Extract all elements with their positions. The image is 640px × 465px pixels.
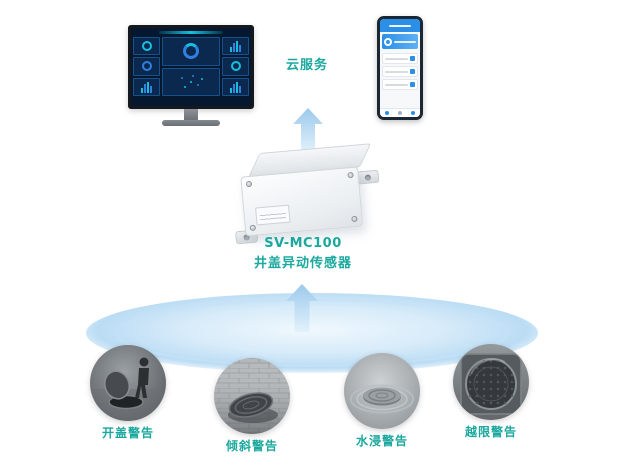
- bar-chart-icon: [141, 81, 152, 93]
- app-bottom-nav: [380, 108, 420, 117]
- bar-chart-icon: [230, 81, 241, 93]
- dashboard-map-panel: [162, 67, 220, 96]
- dashboard-gauge-panel: [162, 37, 220, 66]
- dashboard-panel: [133, 37, 160, 56]
- mobile-app-phone: [377, 16, 423, 120]
- app-item-icon: [410, 69, 415, 74]
- mounting-ear-right: [356, 169, 380, 185]
- dashboard-panel: [133, 77, 160, 96]
- screw-icon: [245, 180, 253, 188]
- dashboard-panel: [222, 77, 249, 96]
- dashboard-panel: [222, 57, 249, 76]
- app-list-item: [382, 66, 418, 77]
- app-list-item: [382, 53, 418, 64]
- up-arrow-from-platform: [286, 284, 318, 332]
- open-cover-image: [90, 345, 166, 421]
- cloud-service-label: 云服务: [285, 58, 328, 73]
- app-donut-icon: [384, 37, 392, 46]
- screw-hole: [364, 173, 372, 181]
- monitor-stand-base: [162, 120, 220, 126]
- dashboard-screen: [128, 25, 254, 109]
- monitor-stand-neck: [184, 109, 198, 120]
- map-dots-icon: [190, 80, 192, 83]
- limit-cover-image: [453, 344, 529, 420]
- app-list-item: [382, 79, 418, 90]
- dashboard-body: [131, 36, 251, 98]
- screw-icon: [249, 224, 257, 232]
- dashboard-panel: [222, 37, 249, 56]
- flood-cover-image: [344, 353, 420, 429]
- warning-label: 倾斜警告: [225, 439, 278, 453]
- up-arrow-to-cloud: [293, 108, 323, 150]
- donut-chart-icon: [141, 61, 152, 72]
- warning-item-tilt: 倾斜警告: [209, 358, 295, 454]
- donut-chart-icon: [230, 61, 241, 72]
- bar-chart-icon: [230, 40, 241, 53]
- warning-item-limit: 越限警告: [448, 344, 534, 440]
- device-model-label: SV-MC100: [264, 236, 342, 251]
- warning-label: 越限警告: [464, 425, 517, 439]
- app-header-bar: [380, 19, 420, 32]
- app-item-icon: [410, 56, 415, 61]
- app-screen: [380, 19, 420, 117]
- app-banner-card: [382, 34, 418, 49]
- gauge-chart-icon: [183, 43, 199, 60]
- dashboard-panel: [133, 57, 160, 76]
- warning-item-open-cover: 开盖警告: [85, 345, 171, 441]
- dashboard-title-bar: [131, 28, 251, 36]
- warning-label: 水浸警告: [355, 434, 408, 448]
- device-name-label: 井盖异动传感器: [253, 256, 352, 271]
- sensor-device-box: [232, 140, 382, 246]
- dashboard-monitor: [128, 25, 254, 127]
- tilt-cover-image: [214, 358, 290, 434]
- screw-icon: [351, 215, 358, 223]
- app-item-icon: [410, 82, 415, 87]
- warning-label: 开盖警告: [101, 426, 154, 440]
- donut-chart-icon: [141, 41, 152, 52]
- screw-icon: [347, 171, 354, 179]
- device-front-face: [240, 166, 364, 237]
- warning-item-flood: 水浸警告: [339, 353, 425, 449]
- device-label-sticker: [255, 204, 291, 226]
